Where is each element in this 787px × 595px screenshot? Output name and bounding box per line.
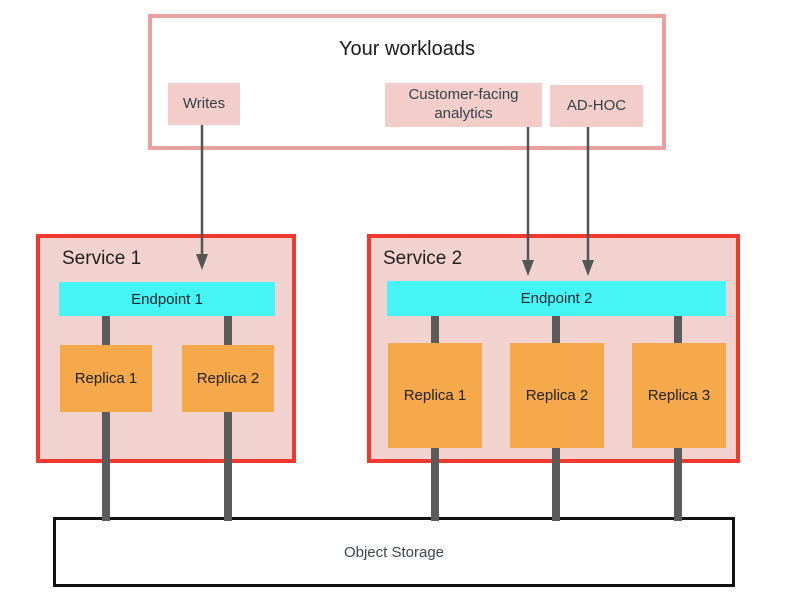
connector-s1-endpoint-replica2 xyxy=(224,316,232,345)
workload-item-adhoc: AD-HOC xyxy=(550,85,643,127)
connector-s1-replica2-storage xyxy=(224,412,232,521)
object-storage-box: Object Storage xyxy=(53,517,735,587)
service-2-box: Service 2 Endpoint 2 Replica 1 Replica 2… xyxy=(367,234,740,463)
service-2-title: Service 2 xyxy=(383,248,463,269)
service-2-replica-3: Replica 3 xyxy=(632,343,726,448)
service-2-replica-2: Replica 2 xyxy=(510,343,604,448)
workload-item-writes: Writes xyxy=(168,83,240,125)
connector-s2-replica1-storage xyxy=(431,448,439,521)
workloads-box: Your workloads Writes Customer-facing an… xyxy=(148,14,666,150)
service-1-endpoint: Endpoint 1 xyxy=(59,282,275,316)
service-1-box: Service 1 Endpoint 1 Replica 1 Replica 2 xyxy=(36,234,296,463)
connector-s2-endpoint-replica3 xyxy=(674,316,682,343)
connector-s1-endpoint-replica1 xyxy=(102,316,110,345)
connector-s2-replica2-storage xyxy=(552,448,560,521)
service-1-title: Service 1 xyxy=(62,248,142,269)
connector-s2-endpoint-replica1 xyxy=(431,316,439,343)
workload-item-analytics: Customer-facing analytics xyxy=(385,83,542,127)
connector-s2-replica3-storage xyxy=(674,448,682,521)
connector-s2-endpoint-replica2 xyxy=(552,316,560,343)
service-2-endpoint: Endpoint 2 xyxy=(387,281,726,316)
service-1-replica-1: Replica 1 xyxy=(60,345,152,412)
connector-s1-replica1-storage xyxy=(102,412,110,521)
workloads-title: Your workloads xyxy=(338,38,475,60)
service-2-replica-1: Replica 1 xyxy=(388,343,482,448)
service-1-replica-2: Replica 2 xyxy=(182,345,274,412)
object-storage-label: Object Storage xyxy=(343,543,445,561)
